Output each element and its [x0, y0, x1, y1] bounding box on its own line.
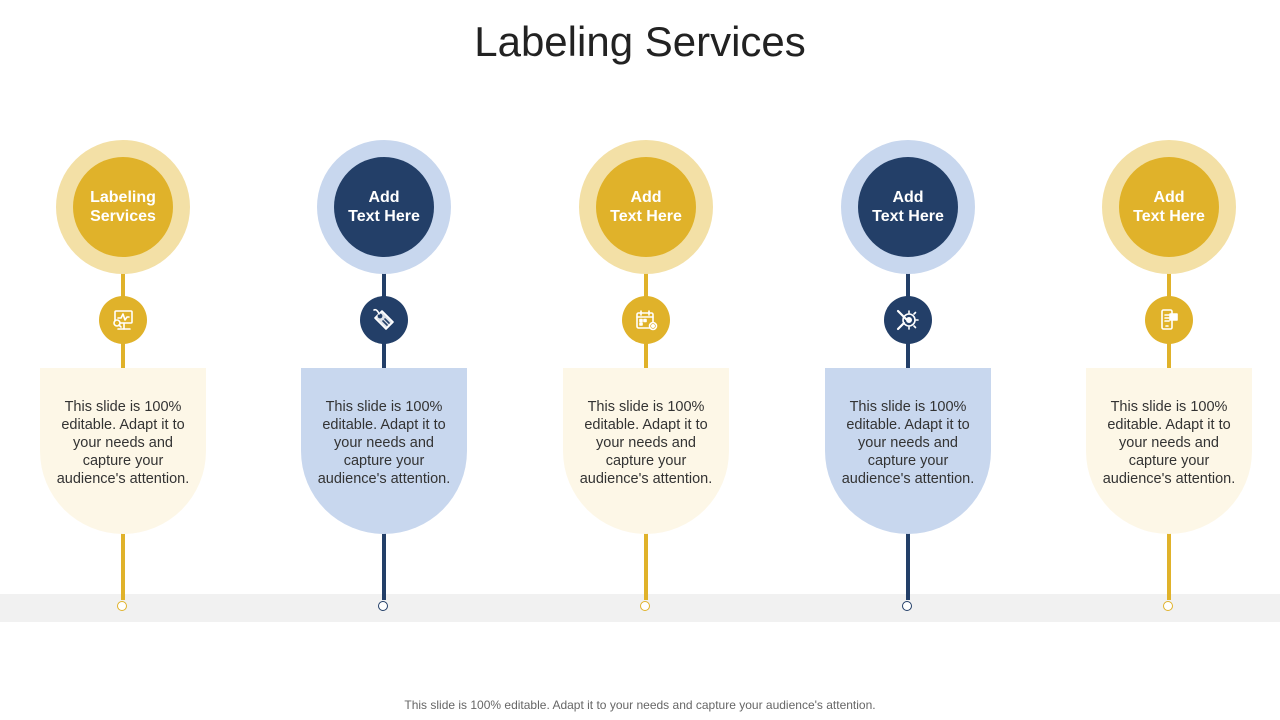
connector-line-bottom [382, 530, 386, 600]
timeline-dot [902, 601, 912, 611]
step-description: This slide is 100% editable. Adapt it to… [56, 399, 190, 487]
step-card: This slide is 100% editable. Adapt it to… [825, 368, 991, 534]
timeline-dot [117, 601, 127, 611]
step-heading[interactable]: Add Text Here [596, 157, 696, 257]
step-card: This slide is 100% editable. Adapt it to… [301, 368, 467, 534]
connector-line-bottom [1167, 530, 1171, 600]
step-description: This slide is 100% editable. Adapt it to… [1102, 399, 1236, 487]
step-heading-line1: Labeling [90, 189, 156, 206]
step-column-1: Labeling Services This slide is 100% edi… [40, 140, 206, 615]
timeline-dot [1163, 601, 1173, 611]
document-mobile-icon [1145, 296, 1193, 344]
step-heading-line2: Text Here [1133, 208, 1205, 225]
step-heading-line1: Add [368, 189, 400, 206]
calendar-settings-icon [622, 296, 670, 344]
timeline-dot [640, 601, 650, 611]
price-tag-icon [360, 296, 408, 344]
step-column-5: Add Text Here This slide is 100% editabl… [1086, 140, 1252, 615]
step-ring: Add Text Here [841, 140, 975, 274]
step-ring: Add Text Here [317, 140, 451, 274]
step-ring: Add Text Here [579, 140, 713, 274]
step-heading-line1: Add [630, 189, 662, 206]
step-ring: Add Text Here [1102, 140, 1236, 274]
page-title: Labeling Services [474, 18, 806, 65]
step-column-4: Add Text Here This slide is 100% editabl… [825, 140, 991, 615]
step-heading[interactable]: Labeling Services [73, 157, 173, 257]
step-card: This slide is 100% editable. Adapt it to… [563, 368, 729, 534]
step-heading[interactable]: Add Text Here [858, 157, 958, 257]
connector-line-bottom [906, 530, 910, 600]
step-column-3: Add Text Here This slide is 100% editabl… [563, 140, 729, 615]
tools-gear-icon [884, 296, 932, 344]
step-heading-line2: Text Here [348, 208, 420, 225]
connector-line-bottom [121, 530, 125, 600]
step-column-2: Add Text Here This slide is 100% editabl… [301, 140, 467, 615]
step-heading-line1: Add [1153, 189, 1185, 206]
step-description: This slide is 100% editable. Adapt it to… [317, 399, 451, 487]
step-card: This slide is 100% editable. Adapt it to… [40, 368, 206, 534]
monitor-chart-icon [99, 296, 147, 344]
footer-note: This slide is 100% editable. Adapt it to… [404, 698, 876, 712]
step-description: This slide is 100% editable. Adapt it to… [841, 399, 975, 487]
step-ring: Labeling Services [56, 140, 190, 274]
step-heading-line2: Text Here [610, 208, 682, 225]
step-heading[interactable]: Add Text Here [1119, 157, 1219, 257]
step-card: This slide is 100% editable. Adapt it to… [1086, 368, 1252, 534]
step-heading[interactable]: Add Text Here [334, 157, 434, 257]
connector-line-bottom [644, 530, 648, 600]
step-heading-line2: Services [90, 208, 156, 225]
step-heading-line2: Text Here [872, 208, 944, 225]
timeline-dot [378, 601, 388, 611]
step-description: This slide is 100% editable. Adapt it to… [579, 399, 713, 487]
step-heading-line1: Add [892, 189, 924, 206]
